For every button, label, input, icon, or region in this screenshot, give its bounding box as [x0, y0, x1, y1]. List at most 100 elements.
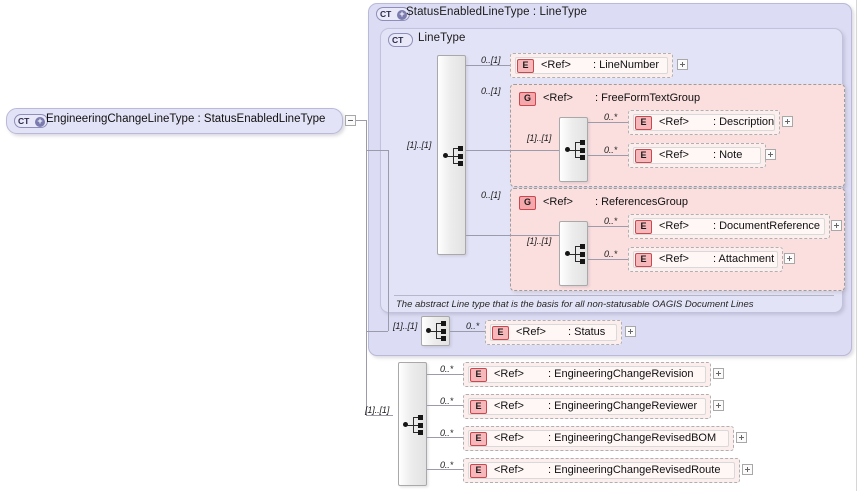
element-ref-documentreference[interactable]: E <Ref> : DocumentReference — [628, 214, 830, 239]
plus-icon: + — [397, 9, 407, 20]
connector — [366, 120, 367, 415]
expand-toggle-documentreference[interactable] — [831, 220, 842, 231]
element-ref-inner — [633, 251, 778, 268]
complextype-title-statusenabledlinetype: StatusEnabledLineType : LineType — [406, 6, 587, 18]
element-icon: E — [470, 368, 487, 382]
collapse-toggle-root[interactable] — [345, 115, 356, 126]
connector — [388, 150, 389, 331]
cardinality-ec-revised-bom: 0..* — [440, 428, 454, 438]
cardinality-linetype-sequence: [1]..[1] — [407, 140, 432, 150]
plus-icon: + — [35, 116, 45, 127]
connector — [588, 155, 628, 156]
connector — [366, 150, 388, 151]
element-ref-inner — [490, 324, 617, 341]
element-ref-name: : Description — [713, 116, 775, 128]
canvas-right-edge — [856, 0, 857, 491]
group-icon: G — [519, 196, 536, 210]
cardinality-references-sequence: [1]..[1] — [527, 236, 552, 246]
root-node-engineeringchangelinetype[interactable] — [6, 108, 343, 134]
sequence-compositor-engineeringchange[interactable] — [398, 362, 427, 486]
sequence-icon — [403, 414, 425, 436]
connector — [510, 235, 559, 236]
element-ref-keyword: <Ref> — [659, 116, 689, 128]
cardinality-engineeringchange-sequence: [1]..[1] — [365, 405, 390, 415]
element-ref-status[interactable]: E <Ref> : Status — [485, 320, 622, 345]
element-ref-name: : LineNumber — [593, 59, 660, 71]
cardinality-ec-reviewer: 0..* — [440, 396, 454, 406]
connector — [427, 437, 463, 438]
cardinality-note: 0..* — [604, 145, 618, 155]
cardinality-ec-revision: 0..* — [440, 364, 454, 374]
element-ref-name: : EngineeringChangeRevision — [548, 368, 694, 380]
expand-toggle-status[interactable] — [625, 326, 636, 337]
root-node-label: EngineeringChangeLineType : StatusEnable… — [46, 113, 326, 125]
annotation-divider — [394, 295, 834, 296]
cardinality-status: 0..* — [466, 321, 480, 331]
expand-toggle-ec-reviewer[interactable] — [713, 400, 724, 411]
connector — [466, 65, 510, 66]
connector — [427, 469, 463, 470]
element-ref-engineeringchangerevisedbom[interactable]: E <Ref> : EngineeringChangeRevisedBOM — [463, 426, 734, 451]
element-ref-inner — [633, 147, 761, 164]
sequence-compositor-referencesgroup[interactable] — [559, 221, 588, 286]
linetype-annotation: The abstract Line type that is the basis… — [396, 299, 754, 310]
element-ref-keyword: <Ref> — [659, 253, 689, 265]
expand-toggle-attachment[interactable] — [784, 253, 795, 264]
element-ref-keyword: <Ref> — [659, 220, 689, 232]
element-icon: E — [635, 220, 652, 234]
element-ref-keyword: <Ref> — [494, 432, 524, 444]
complextype-expandable-icon-statusenabledlinetype[interactable]: CT+ — [376, 7, 410, 21]
connector — [427, 374, 463, 375]
connector — [466, 235, 510, 236]
cardinality-description: 0..* — [604, 112, 618, 122]
element-icon: E — [470, 464, 487, 478]
expand-toggle-description[interactable] — [782, 116, 793, 127]
expand-toggle-note[interactable] — [765, 149, 776, 160]
element-ref-keyword: <Ref> — [541, 59, 571, 71]
element-ref-inner — [515, 57, 668, 74]
cardinality-documentreference: 0..* — [604, 216, 618, 226]
cardinality-ec-revised-route: 0..* — [440, 460, 454, 470]
element-ref-name: : EngineeringChangeRevisedBOM — [548, 432, 717, 444]
connector — [356, 120, 366, 121]
element-ref-note[interactable]: E <Ref> : Note — [628, 143, 766, 168]
expand-toggle-linenumber[interactable] — [677, 59, 688, 70]
expand-toggle-ec-revision[interactable] — [713, 368, 724, 379]
group-ref-name: : FreeFormTextGroup — [595, 92, 701, 104]
sequence-compositor-status[interactable] — [421, 316, 450, 346]
sequence-icon — [443, 145, 465, 167]
element-icon: E — [635, 116, 652, 130]
expand-toggle-ec-revised-bom[interactable] — [736, 432, 747, 443]
connector — [588, 122, 628, 123]
element-ref-inner — [468, 398, 706, 415]
element-ref-name: : DocumentReference — [713, 220, 820, 232]
sequence-compositor-freeformtextgroup[interactable] — [559, 117, 588, 182]
element-ref-inner — [468, 430, 729, 447]
element-ref-inner — [468, 462, 735, 479]
element-ref-keyword: <Ref> — [516, 326, 546, 338]
element-ref-keyword: <Ref> — [494, 368, 524, 380]
connector — [588, 259, 628, 260]
connector — [366, 331, 388, 332]
element-icon: E — [635, 149, 652, 163]
expand-toggle-ec-revised-route[interactable] — [742, 464, 753, 475]
group-ref-keyword: <Ref> — [543, 196, 573, 208]
element-ref-engineeringchangerevisedroute[interactable]: E <Ref> : EngineeringChangeRevisedRoute — [463, 458, 740, 483]
element-ref-inner — [633, 218, 825, 235]
element-ref-attachment[interactable]: E <Ref> : Attachment — [628, 247, 783, 272]
complextype-icon-linetype[interactable]: CT — [388, 33, 413, 47]
complextype-expandable-icon-engineeringchangelinetype[interactable]: CT+ — [14, 114, 48, 128]
sequence-compositor-linetype[interactable] — [437, 55, 466, 255]
element-ref-inner — [633, 114, 775, 131]
cardinality-freeformtextgroup: 0..[1] — [481, 86, 501, 96]
group-icon: G — [519, 92, 536, 106]
element-ref-description[interactable]: E <Ref> : Description — [628, 110, 780, 135]
cardinality-freeformtext-sequence: [1]..[1] — [527, 133, 552, 143]
element-ref-name: : EngineeringChangeReviewer — [548, 400, 698, 412]
sequence-icon — [565, 139, 587, 161]
element-ref-keyword: <Ref> — [494, 400, 524, 412]
element-ref-engineeringchangereviewer[interactable]: E <Ref> : EngineeringChangeReviewer — [463, 394, 711, 419]
element-ref-engineeringchangerevision[interactable]: E <Ref> : EngineeringChangeRevision — [463, 362, 711, 387]
element-ref-linenumber[interactable]: E <Ref> : LineNumber — [510, 53, 673, 78]
